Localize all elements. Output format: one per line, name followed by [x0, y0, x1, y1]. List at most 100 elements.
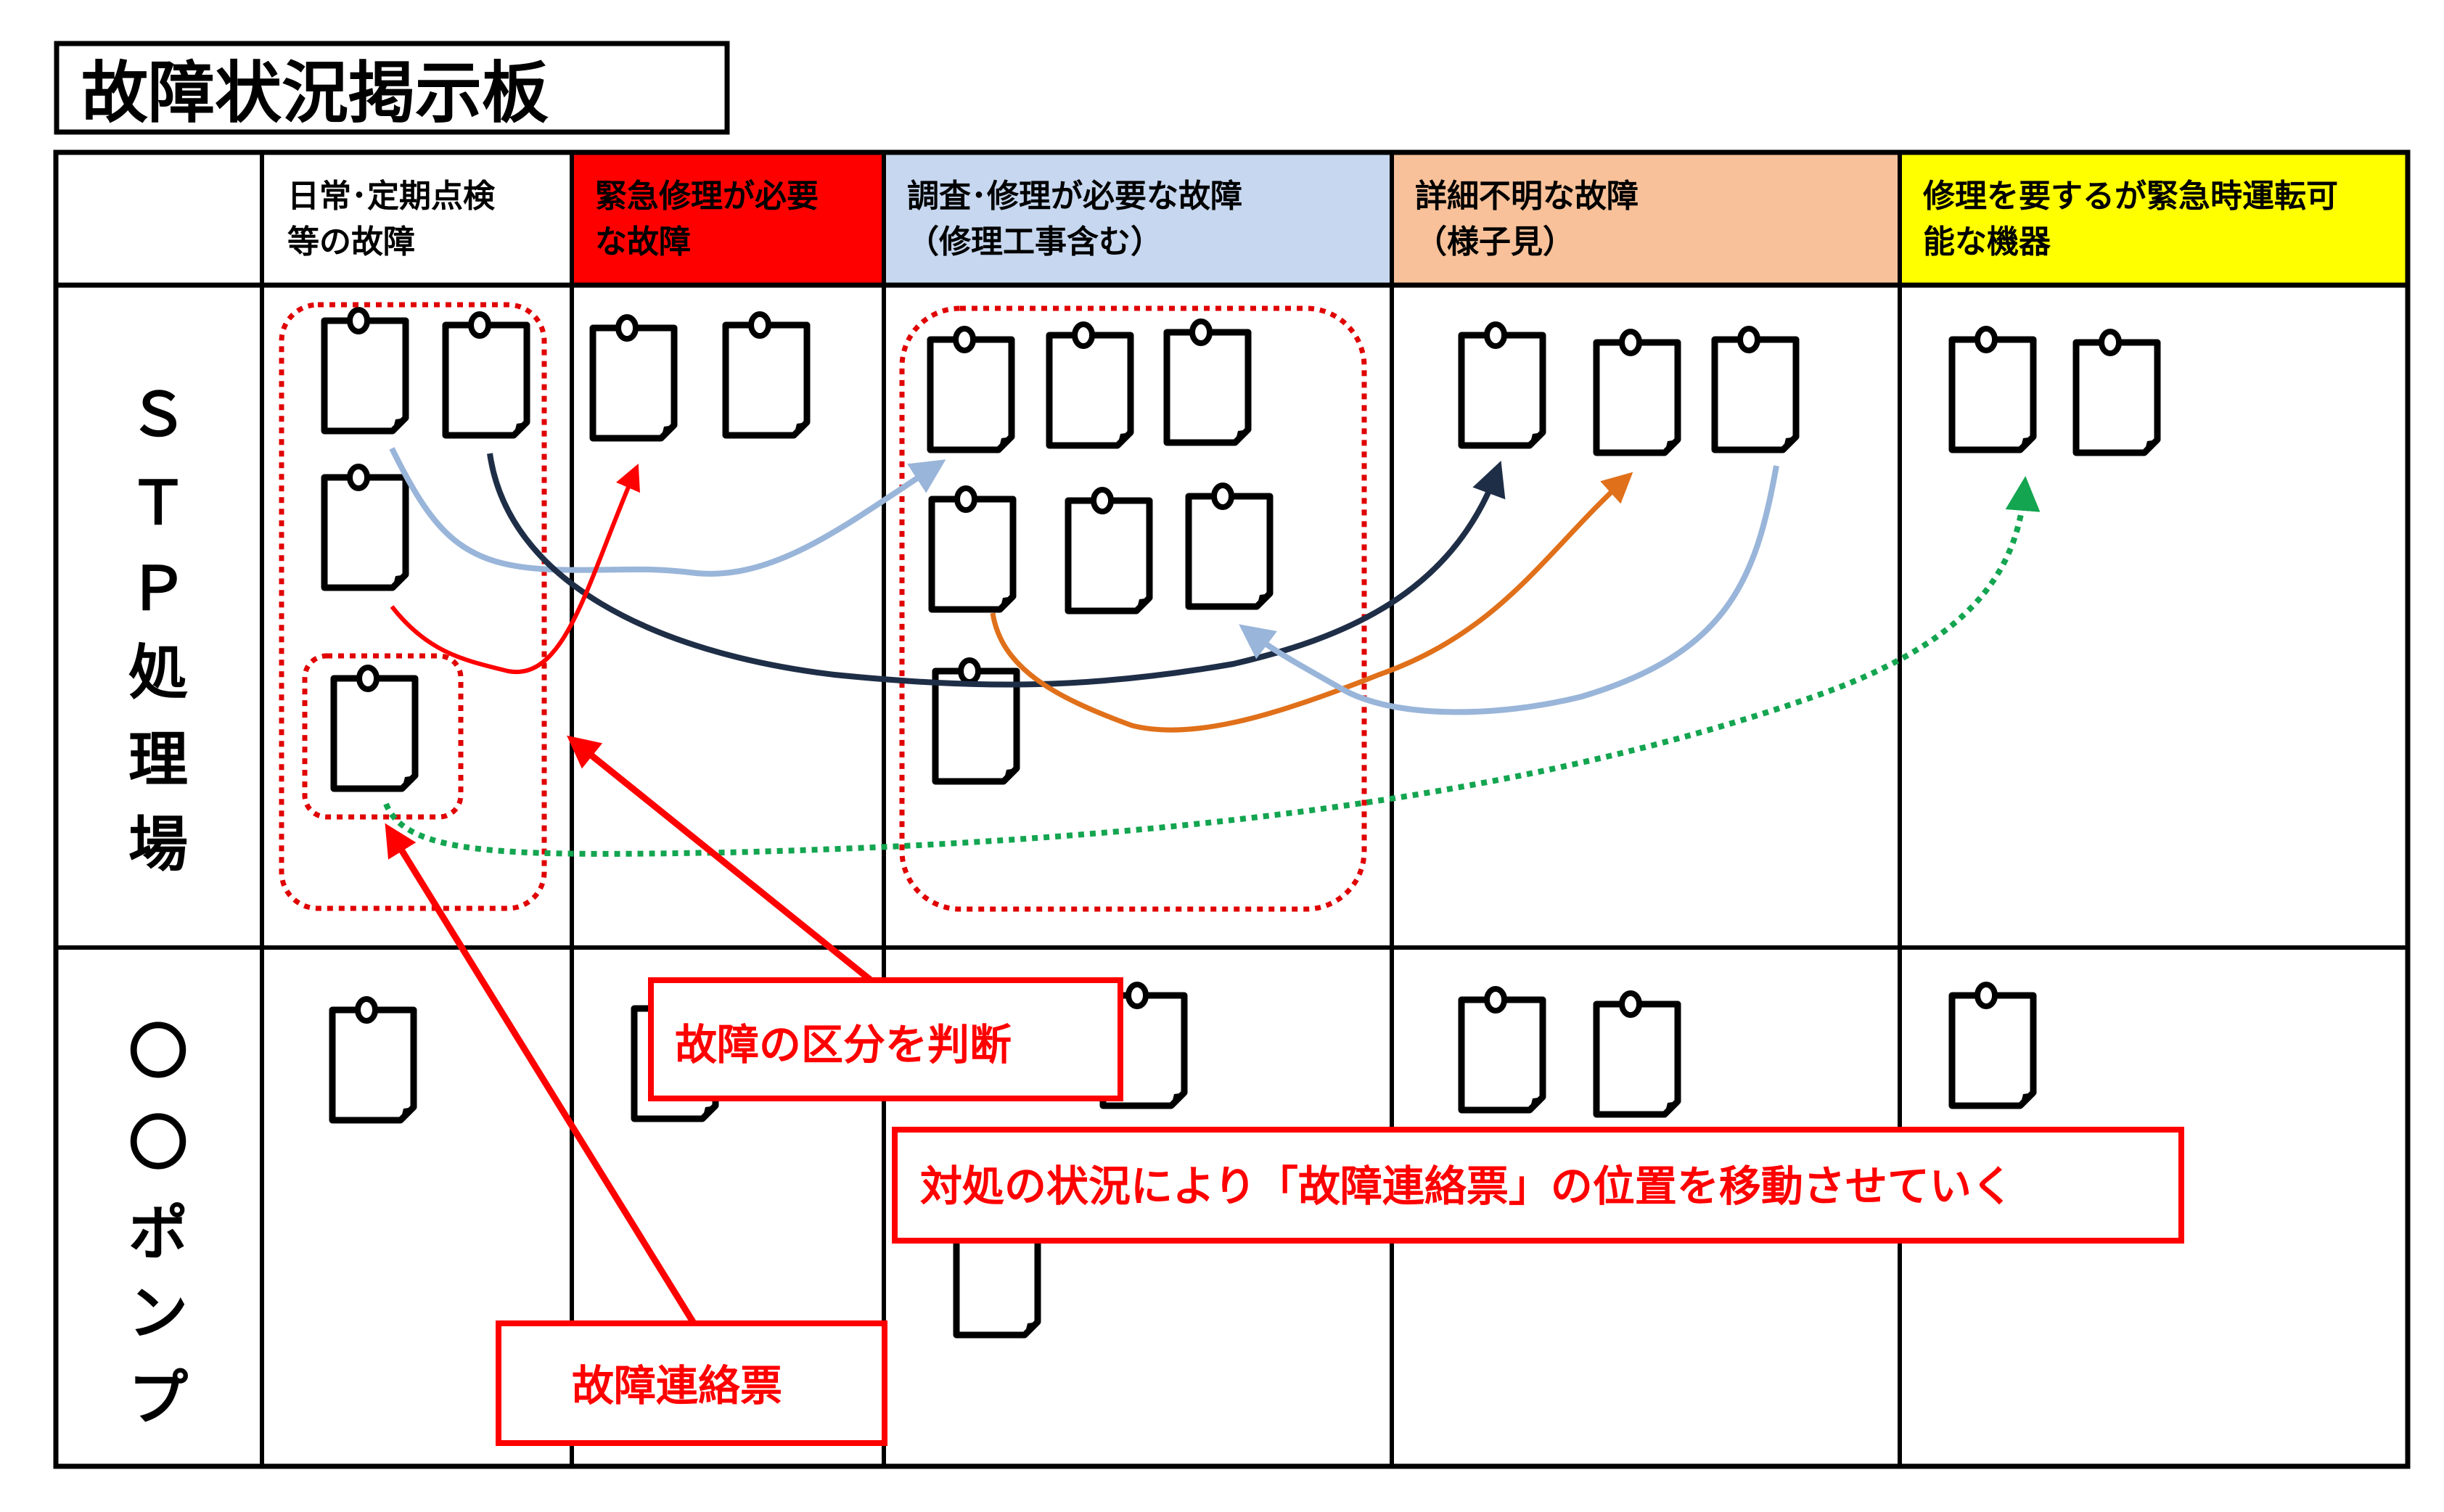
header-unknown-line1: 詳細不明な故障	[1415, 178, 1639, 215]
arrow-unknown-to-investigate	[1239, 465, 1779, 715]
header-investigate-line2: （修理工事含む）	[907, 223, 1162, 260]
fault-ticket-note[interactable]	[589, 314, 678, 442]
group-outline-ticket	[302, 653, 464, 820]
group-outline-routine	[279, 302, 547, 911]
header-cell-unknown	[1392, 151, 1900, 285]
page-title: 故障状況掲示板	[81, 54, 549, 132]
pin-icon	[1619, 329, 1643, 356]
arrow-ticket-callout	[385, 823, 696, 1324]
pin-icon	[2099, 329, 2123, 356]
note-paper-icon	[1711, 336, 1800, 453]
fault-ticket-note[interactable]	[928, 485, 1017, 613]
note-fold-icon	[1665, 440, 1678, 453]
pin-icon	[1619, 990, 1643, 1018]
note-fold-icon	[2144, 440, 2157, 453]
header-cell-routine	[262, 151, 572, 285]
fault-ticket-note[interactable]	[1593, 990, 1681, 1118]
arrow-investigate-to-unknown	[990, 472, 1633, 733]
callout-judge-text: 故障の区分を判断	[675, 1020, 1012, 1069]
fault-ticket-note[interactable]	[1065, 487, 1153, 615]
note-paper-icon	[2072, 339, 2161, 456]
pin-icon	[1737, 326, 1761, 353]
fault-ticket-note[interactable]	[1163, 319, 1252, 446]
header-unknown-line2: （様子見）	[1415, 223, 1575, 260]
note-paper-icon	[1458, 996, 1546, 1114]
note-paper-icon	[321, 317, 409, 435]
fault-ticket-note[interactable]	[2072, 329, 2161, 456]
note-fold-icon	[702, 1106, 715, 1119]
note-paper-icon	[1593, 1001, 1681, 1118]
arrow-routine-to-investigate	[389, 447, 946, 577]
fault-ticket-note[interactable]	[1046, 321, 1134, 449]
header-cell-operable	[1900, 151, 2409, 285]
row-label-pump-char: 〇	[128, 1109, 188, 1178]
header-row: 日常･定期点検 等の故障 緊急修理が必要 な故障 調査･修理が必要な故障 （修理…	[262, 151, 2409, 285]
header-operable-line1: 修理を要するが緊急時運転可	[1923, 178, 2338, 215]
row-label-stp-char: 処	[128, 638, 188, 707]
row-label-pump: 〇 〇 ポ ン プ	[128, 1018, 188, 1433]
fault-ticket-note[interactable]	[1185, 482, 1274, 610]
note-paper-icon	[1593, 339, 1681, 456]
callout-ticket: 故障連絡票	[496, 1320, 887, 1446]
fault-ticket-note[interactable]	[321, 464, 409, 591]
arrow-judge-callout	[566, 735, 877, 986]
pin-icon	[1484, 986, 1508, 1014]
note-fold-icon	[1000, 596, 1013, 609]
fault-ticket-note[interactable]	[932, 657, 1020, 785]
title-box: 故障状況掲示板	[54, 41, 730, 135]
note-fold-icon	[1118, 432, 1131, 445]
fault-ticket-note[interactable]	[1948, 982, 2037, 1109]
note-fold-icon	[2020, 1093, 2033, 1106]
note-fold-icon	[1665, 1101, 1678, 1114]
note-fold-icon	[393, 418, 406, 431]
row-label-pump-char: 〇	[128, 1018, 188, 1087]
note-paper-icon	[1046, 332, 1134, 449]
fault-ticket-note[interactable]	[1948, 326, 2037, 453]
pin-icon	[1211, 482, 1235, 510]
note-paper-icon	[330, 675, 419, 792]
note-paper-icon	[442, 321, 530, 439]
note-fold-icon	[401, 1107, 414, 1120]
fault-ticket-note[interactable]	[1458, 321, 1546, 449]
note-paper-icon	[1948, 336, 2037, 453]
note-paper-icon	[1948, 992, 2037, 1109]
fault-ticket-note[interactable]	[329, 996, 417, 1124]
pin-icon	[1975, 982, 1998, 1009]
pin-icon	[355, 996, 379, 1024]
group-outlines	[279, 302, 1367, 912]
header-urgent-line2: な故障	[595, 223, 691, 260]
fault-ticket-note[interactable]	[1458, 986, 1546, 1114]
fault-ticket-note[interactable]	[442, 311, 530, 439]
row-label-stp-char: Ｔ	[128, 469, 188, 538]
row-label-stp-char: 理	[128, 726, 188, 794]
header-cell-investigate	[884, 151, 1392, 285]
fault-ticket-note[interactable]	[1711, 326, 1800, 453]
pin-icon	[1484, 321, 1508, 349]
pin-icon	[1091, 487, 1115, 514]
row-label-pump-char: ン	[128, 1279, 188, 1348]
pin-icon	[1125, 982, 1149, 1009]
fault-ticket-note[interactable]	[321, 307, 409, 435]
note-fold-icon	[514, 422, 527, 435]
fault-ticket-note[interactable]	[927, 326, 1015, 453]
fault-ticket-note[interactable]	[330, 665, 419, 792]
callout-ticket-text: 故障連絡票	[572, 1361, 782, 1410]
arrow-routine-to-operable	[383, 476, 2041, 857]
header-operable-line2: 能な機器	[1923, 223, 2051, 260]
header-routine-line2: 等の故障	[287, 223, 415, 260]
note-fold-icon	[1530, 432, 1543, 445]
row-label-stp-char: Ｐ	[128, 555, 188, 624]
note-paper-icon	[1065, 497, 1153, 615]
pin-icon	[468, 311, 492, 339]
pin-icon	[356, 665, 380, 692]
note-fold-icon	[1136, 598, 1149, 611]
fault-ticket-note[interactable]	[722, 311, 811, 439]
fault-ticket-note[interactable]	[1593, 329, 1681, 456]
arrow-routine-to-urgent	[390, 463, 640, 675]
note-fold-icon	[998, 437, 1012, 450]
note-paper-icon	[1185, 493, 1274, 610]
note-fold-icon	[1004, 768, 1017, 781]
note-fold-icon	[402, 776, 415, 789]
note-fold-icon	[1025, 1322, 1038, 1335]
